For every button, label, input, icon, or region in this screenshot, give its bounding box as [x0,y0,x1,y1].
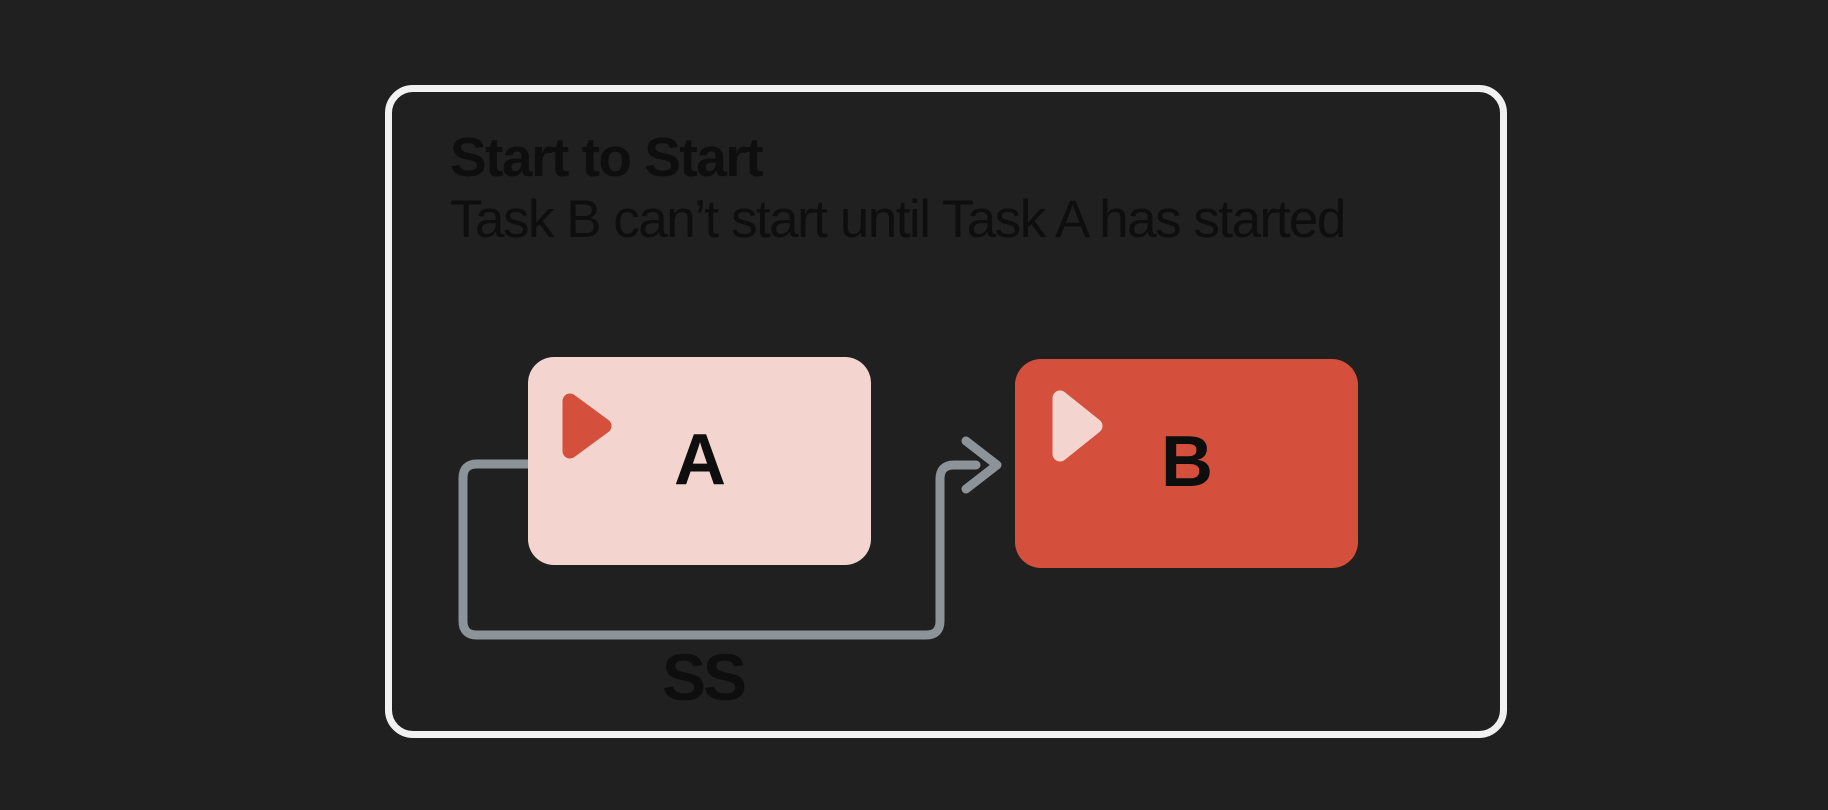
dependency-connector-line [458,459,981,640]
card-subtitle: Task B can’t start until Task A has star… [450,190,1346,249]
arrowhead-icon [961,436,1002,494]
task-a-box [528,357,871,565]
task-b-play-icon [1052,390,1103,462]
task-b-label: B [1161,422,1213,502]
card-title: Start to Start [450,126,764,188]
task-b-box [1015,359,1358,568]
task-a-play-icon [562,393,612,459]
task-a-label: A [674,420,726,500]
dependency-card: Start to Start Task B can’t start until … [385,85,1507,738]
connector-label: SS [662,640,745,714]
